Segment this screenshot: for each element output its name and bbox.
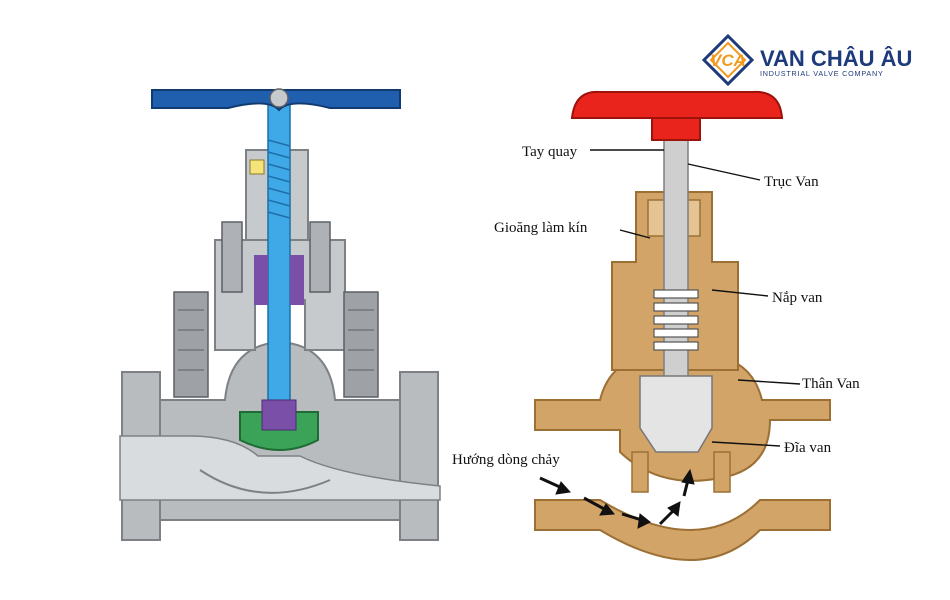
handwheel-blue <box>151 88 401 112</box>
packing-left <box>254 255 268 305</box>
gland-eyebolt-left <box>221 221 243 293</box>
right-flange <box>399 371 439 541</box>
cutaway-globe-valve-diagram <box>119 88 441 541</box>
valve-disc <box>239 411 319 451</box>
disc-nut <box>261 399 297 431</box>
logo-brand-name: VAN CHÂU ÂU <box>760 46 912 71</box>
label-body: Thân Van <box>802 376 860 392</box>
stem-nut <box>249 159 265 175</box>
gland-eyebolt-right <box>309 221 331 293</box>
label-bonnet: Nắp van <box>772 290 823 306</box>
seat-right <box>713 451 731 493</box>
valve-disc <box>639 375 713 453</box>
diagram-labels: Tay quay Trục Van Gioăng làm kín Nắp van… <box>452 144 860 468</box>
company-logo: VCA VAN CHÂU ÂU INDUSTRIAL VALVE COMPANY <box>701 33 912 87</box>
logo-tagline: INDUSTRIAL VALVE COMPANY <box>760 69 884 78</box>
label-disc: Đĩa van <box>784 440 832 456</box>
bonnet-bolt-left <box>173 291 209 398</box>
stem-thread <box>653 289 699 351</box>
callout-leaders <box>590 149 801 447</box>
stem-thread <box>267 139 291 219</box>
flow-arrows <box>539 468 695 529</box>
bonnet-bolt-right <box>343 291 379 398</box>
handwheel-red <box>570 90 784 141</box>
label-handwheel: Tay quay <box>522 144 578 160</box>
label-flow-direction: Hướng dòng chảy <box>452 452 560 468</box>
valve-stem <box>267 99 291 421</box>
valve-stem <box>663 137 689 379</box>
packing-right <box>290 255 304 305</box>
label-gasket: Gioăng làm kín <box>494 220 588 236</box>
valve-body-lower <box>534 499 831 561</box>
logo-mark-text: VCA <box>710 51 746 70</box>
seat-left <box>631 451 649 493</box>
flow-bore <box>119 435 441 501</box>
label-stem: Trục Van <box>764 174 819 190</box>
threaded-globe-valve-diagram <box>534 90 831 561</box>
vca-diamond-icon: VCA <box>701 33 755 87</box>
